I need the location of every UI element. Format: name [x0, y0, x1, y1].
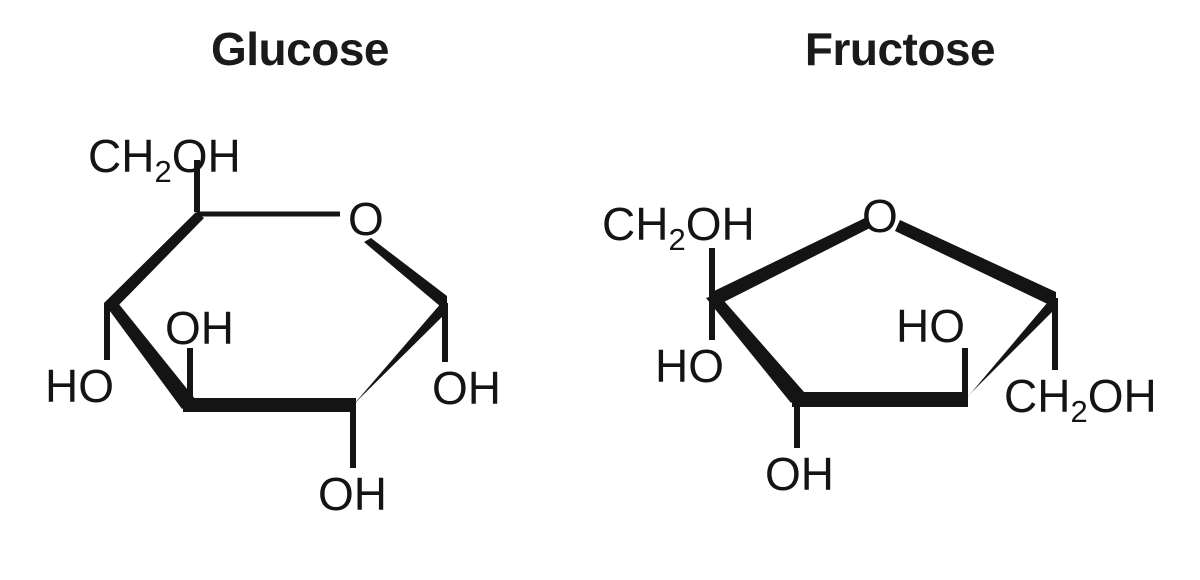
fructose-ho-inner-label: HO [896, 300, 965, 352]
fructose-ch2oh-lower-oh: OH [1088, 370, 1157, 422]
fructose-ch2oh-upper-label: CH2OH [602, 198, 755, 257]
fructose-ch2oh-upper-c: CH [602, 198, 668, 250]
bond-c2-c1 [348, 301, 448, 411]
glucose-oh-right-label: OH [432, 362, 501, 414]
bond-c4-c3 [792, 392, 968, 407]
fructose-ch2oh-lower-sub: 2 [1070, 394, 1087, 429]
fructose-ring-oxygen-label: O [862, 190, 898, 242]
glucose-ch2oh-oh: OH [172, 130, 241, 182]
fructose-title: Fructose [804, 23, 996, 75]
bond-c5-c4 [706, 294, 804, 403]
bond-o-c1 [364, 238, 447, 312]
glucose-oh-inner-label: OH [165, 302, 234, 354]
fructose-panel: Fructose O CH2OH HO [600, 0, 1200, 580]
fructose-ho-left-label: HO [655, 340, 724, 392]
glucose-ho-label: HO [45, 360, 114, 412]
fructose-structure: O CH2OH HO OH HO CH2OH [602, 190, 1157, 500]
glucose-ch2oh-c: CH [88, 130, 154, 182]
bond-c4-c3 [104, 298, 196, 409]
fructose-ch2oh-upper-sub: 2 [668, 222, 685, 257]
glucose-title: Glucose [210, 23, 390, 75]
glucose-ch2oh-sub: 2 [154, 154, 171, 189]
fructose-oh-bottom-label: OH [765, 448, 834, 500]
glucose-ring-oxygen-label: O [348, 193, 384, 245]
bond-c5-o [712, 218, 870, 305]
bond-c3-c2 [960, 296, 1058, 406]
glucose-oh-bottom-label: OH [318, 468, 387, 520]
bond-c3-c2 [183, 398, 356, 412]
bond-o-c2 [895, 220, 1056, 308]
glucose-ch2oh-label: CH2OH [88, 130, 241, 189]
fructose-ch2oh-lower-label: CH2OH [1004, 370, 1157, 429]
fructose-ch2oh-lower-c: CH [1004, 370, 1070, 422]
glucose-structure: O CH2OH HO OH OH OH [45, 130, 501, 520]
fructose-ch2oh-upper-oh: OH [686, 198, 755, 250]
glucose-panel: Glucose O CH2OH HO [45, 23, 501, 520]
bond-c5-c4 [104, 212, 204, 311]
